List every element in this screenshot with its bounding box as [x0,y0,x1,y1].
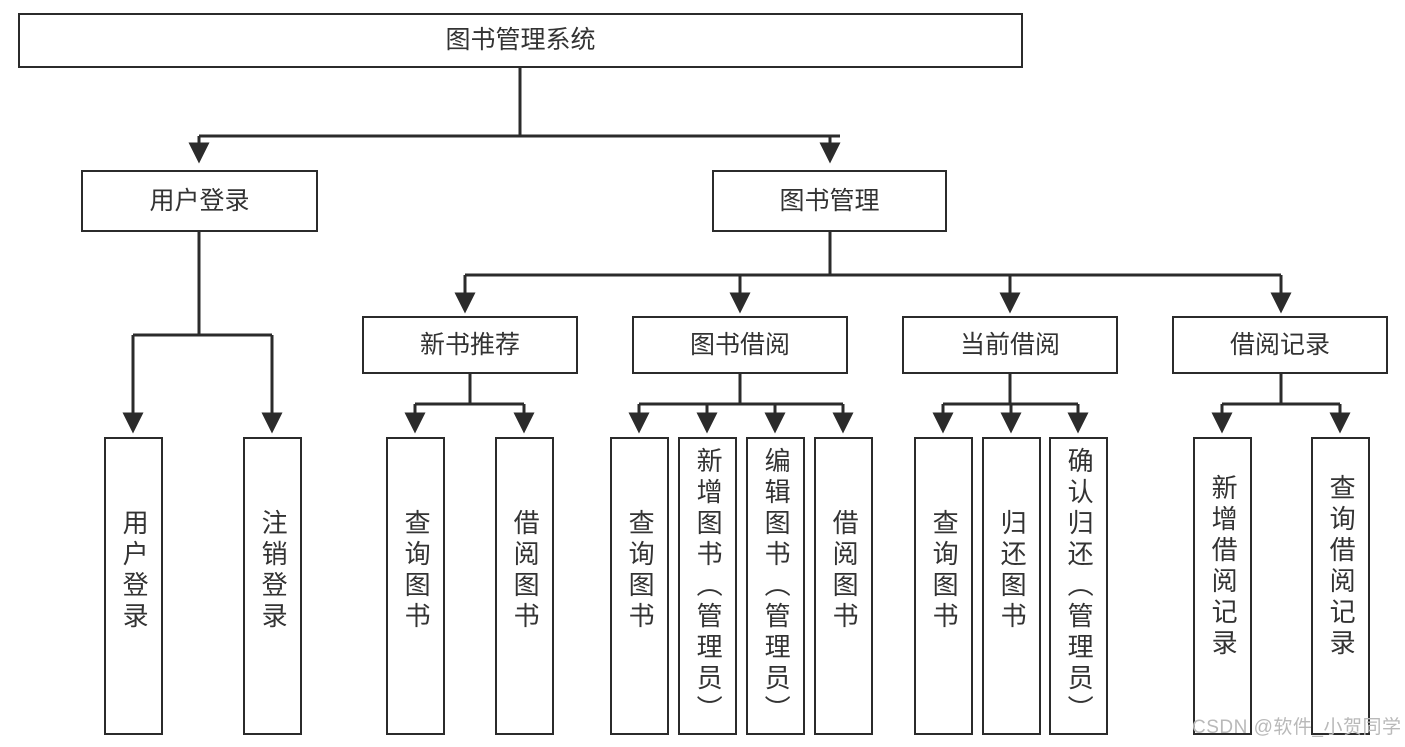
node-current-borrow[interactable]: 当前借阅 [902,316,1118,374]
node-label: 查询图书 [625,509,656,633]
node-label: 编辑图书（管理员） [761,447,792,726]
node-label: 当前借阅 [959,330,1060,359]
node-label: 借阅图书 [829,509,860,633]
node-label: 图书管理 [779,186,880,215]
node-label: 用户登录 [149,186,250,215]
node-new-book-recommend[interactable]: 新书推荐 [362,316,578,374]
leaf-borrow-book[interactable]: 借阅图书 [814,437,873,735]
node-label: 图书管理系统 [445,26,596,55]
node-label: 新增借阅记录 [1208,474,1239,660]
node-borrow-record[interactable]: 借阅记录 [1172,316,1388,374]
node-label: 归还图书 [997,509,1028,633]
node-label: 查询图书 [929,509,960,633]
leaf-logout[interactable]: 注销登录 [243,437,302,735]
leaf-borrow-book-recommend[interactable]: 借阅图书 [495,437,554,735]
leaf-confirm-return-admin[interactable]: 确认归还（管理员） [1049,437,1108,735]
node-book-management[interactable]: 图书管理 [712,170,947,232]
node-label: 新书推荐 [419,330,520,359]
leaf-query-book-borrow[interactable]: 查询图书 [610,437,669,735]
leaf-query-book-recommend[interactable]: 查询图书 [386,437,445,735]
leaf-add-book-admin[interactable]: 新增图书（管理员） [678,437,737,735]
leaf-edit-book-admin[interactable]: 编辑图书（管理员） [746,437,805,735]
csdn-watermark: CSDN @软件_小贺同学 [1192,717,1402,738]
node-label: 借阅记录 [1229,330,1330,359]
node-label: 查询图书 [401,509,432,633]
node-label: 确认归还（管理员） [1064,447,1095,726]
node-root-system[interactable]: 图书管理系统 [18,13,1023,68]
leaf-return-book[interactable]: 归还图书 [982,437,1041,735]
leaf-query-borrow-record[interactable]: 查询借阅记录 [1311,437,1370,735]
leaf-add-borrow-record[interactable]: 新增借阅记录 [1193,437,1252,735]
node-label: 图书借阅 [689,330,790,359]
leaf-user-login[interactable]: 用户登录 [104,437,163,735]
node-label: 新增图书（管理员） [693,447,724,726]
node-label: 注销登录 [258,509,289,633]
node-book-borrow[interactable]: 图书借阅 [632,316,848,374]
node-user-login[interactable]: 用户登录 [81,170,318,232]
node-label: 借阅图书 [510,509,541,633]
leaf-query-book-current[interactable]: 查询图书 [914,437,973,735]
node-label: 查询借阅记录 [1326,474,1357,660]
node-label: 用户登录 [119,509,150,633]
